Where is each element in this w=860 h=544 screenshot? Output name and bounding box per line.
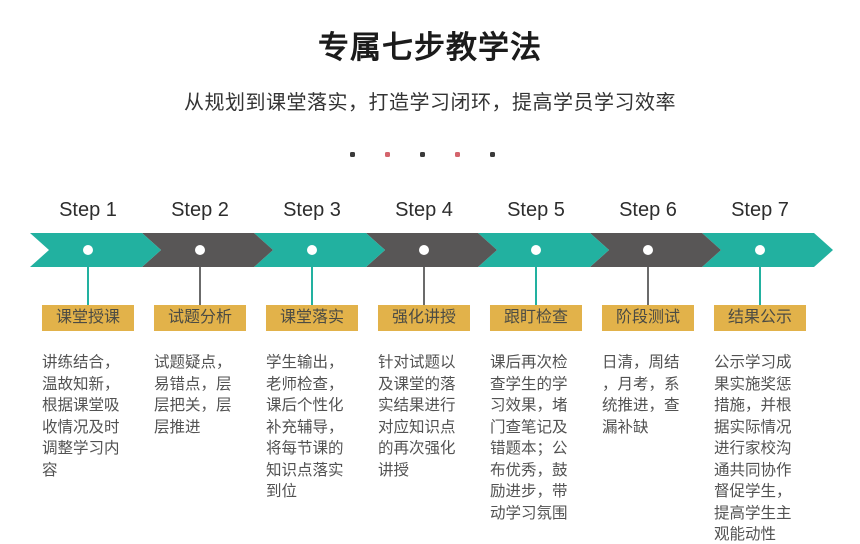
step-7-chevron xyxy=(702,233,833,267)
step-1-description: 讲练结合，温故知新，根据课堂吸收情况及时调整学习内容 xyxy=(42,354,120,479)
dot-icon xyxy=(349,152,355,157)
step-2-column: Step 2 试题分析 试题疑点，易错点，层层把关，层层推进 xyxy=(144,0,256,544)
step-6-chevron xyxy=(590,233,721,267)
step-2-connector-line xyxy=(199,250,201,306)
dot-icon xyxy=(384,152,390,157)
step-4-description: 针对试题以及课堂的落实结果进行对应知识点的再次强化讲授 xyxy=(378,354,456,479)
step-1-label: Step 1 xyxy=(59,199,117,221)
step-7-badge: 结果公示 xyxy=(713,305,807,331)
dot-icon xyxy=(419,152,425,157)
step-5-chevron xyxy=(478,233,609,267)
page-subtitle: 从规划到课堂落实，打造学习闭环，提高学员学习效率 xyxy=(184,92,676,114)
step-4-column: Step 4 强化讲授 针对试题以及课堂的落实结果进行对应知识点的再次强化讲授 xyxy=(368,0,480,544)
step-2-chevron xyxy=(142,233,273,267)
step-6-label: Step 6 xyxy=(619,199,677,221)
step-4-label: Step 4 xyxy=(395,199,453,221)
chevron-dot-icon xyxy=(643,245,653,255)
chevron-dot-icon xyxy=(83,245,93,255)
chevron-dot-icon xyxy=(531,245,541,255)
step-3-description: 学生输出，老师检查，课后个性化补充辅导，将每节课的知识点落实到位 xyxy=(266,354,344,500)
step-7-column: Step 7 结果公示 公示学习成果实施奖惩措施，并根据实际情况进行家校沟通共同… xyxy=(704,0,816,544)
step-6-description: 日清，周结，月考，系统推进，查漏补缺 xyxy=(602,354,680,436)
chevron-dot-icon xyxy=(419,245,429,255)
step-2-label: Step 2 xyxy=(171,199,229,221)
step-2-description: 试题疑点，易错点，层层把关，层层推进 xyxy=(154,354,232,436)
step-4-connector-line xyxy=(423,250,425,306)
step-6-column: Step 6 阶段测试 日清，周结，月考，系统推进，查漏补缺 xyxy=(592,0,704,544)
step-3-badge: 课堂落实 xyxy=(265,305,359,331)
step-3-label: Step 3 xyxy=(283,199,341,221)
chevron-dot-icon xyxy=(755,245,765,255)
step-3-chevron xyxy=(254,233,385,267)
step-7-label: Step 7 xyxy=(731,199,789,221)
step-7-connector-line xyxy=(759,250,761,306)
step-3-connector-line xyxy=(311,250,313,306)
step-4-badge: 强化讲授 xyxy=(377,305,471,331)
step-7-description: 公示学习成果实施奖惩措施，并根据实际情况进行家校沟通共同协作督促学生，提高学生主… xyxy=(714,354,792,543)
chevron-dot-icon xyxy=(307,245,317,255)
step-1-badge: 课堂授课 xyxy=(41,305,135,331)
step-6-badge: 阶段测试 xyxy=(601,305,695,331)
step-1-connector-line xyxy=(87,250,89,306)
step-1-column: Step 1 课堂授课 讲练结合，温故知新，根据课堂吸收情况及时调整学习内容 xyxy=(32,0,144,544)
step-5-column: Step 5 跟盯检查 课后再次检查学生的学习效果，堵门查笔记及错题本；公布优秀… xyxy=(480,0,592,544)
step-5-badge: 跟盯检查 xyxy=(489,305,583,331)
step-5-label: Step 5 xyxy=(507,199,565,221)
decorative-dots-row xyxy=(0,152,852,157)
page-title: 专属七步教学法 xyxy=(318,30,542,65)
dot-icon xyxy=(489,152,495,157)
step-5-connector-line xyxy=(535,250,537,306)
step-4-chevron xyxy=(366,233,497,267)
step-1-chevron xyxy=(30,233,161,267)
step-5-description: 课后再次检查学生的学习效果，堵门查笔记及错题本；公布优秀，鼓励进步，带动学习氛围 xyxy=(490,354,568,522)
chevron-dot-icon xyxy=(195,245,205,255)
step-2-badge: 试题分析 xyxy=(153,305,247,331)
step-3-column: Step 3 课堂落实 学生输出，老师检查，课后个性化补充辅导，将每节课的知识点… xyxy=(256,0,368,544)
step-6-connector-line xyxy=(647,250,649,306)
dot-icon xyxy=(454,152,460,157)
